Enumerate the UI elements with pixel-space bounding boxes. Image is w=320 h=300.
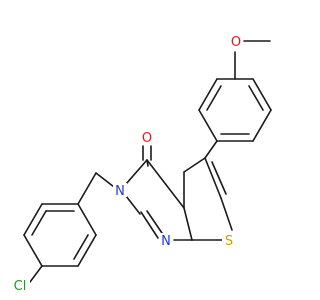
atom-nitrogen-1: N	[159, 233, 173, 249]
oxygen-label: O	[142, 131, 152, 146]
bond-ch2-bz	[77, 172, 97, 205]
nitrogen-label: N	[115, 184, 125, 199]
bond-bz-inner-2	[31, 210, 47, 236]
oxygen-label: O	[231, 35, 241, 50]
bond-c7a-c4a	[183, 207, 193, 241]
bond-bz-cl	[29, 265, 43, 283]
atom-oxygen-carbonyl: O	[140, 130, 154, 146]
bond-ar-inner-1	[206, 85, 222, 111]
bond-bz-inner-1	[73, 234, 89, 260]
bond-n3-c2	[125, 195, 141, 215]
bond-c6-s	[220, 197, 233, 231]
atom-chlorine: Cl	[10, 278, 30, 294]
bond-c4a-c4	[146, 159, 185, 209]
chlorine-label: Cl	[14, 279, 27, 294]
bond-ar1	[198, 109, 218, 142]
atom-oxygen-methoxy: O	[229, 34, 243, 50]
bond-bz5	[23, 203, 43, 236]
bond-c4-n3	[125, 159, 148, 185]
bond-c5-c6-double	[211, 161, 227, 195]
bond-c5-c6	[204, 157, 222, 199]
chemical-structure: O O N N S Cl	[10, 34, 272, 294]
bond-c2-n1-double	[146, 210, 163, 234]
bond-bz1	[77, 203, 97, 236]
bond-c4-o	[146, 159, 149, 167]
bond-n3-ch2	[95, 172, 115, 188]
bond-bz4	[23, 234, 43, 267]
bond-bz2	[77, 234, 97, 267]
atom-sulfur: S	[222, 233, 236, 249]
bond-c4a-c5	[183, 157, 206, 173]
bond-c2-n1	[140, 211, 159, 239]
bond-ar2	[198, 78, 218, 111]
bond-ar5	[252, 109, 272, 142]
bond-ar-inner-2	[248, 85, 264, 111]
sulfur-label: S	[225, 234, 233, 249]
atom-labels: O O N N S Cl	[10, 34, 243, 294]
bond-ar4	[252, 78, 272, 111]
bond-c5-aryl	[204, 140, 218, 159]
bonds	[23, 40, 272, 283]
atom-nitrogen-3: N	[113, 183, 127, 199]
nitrogen-label: N	[161, 234, 171, 249]
